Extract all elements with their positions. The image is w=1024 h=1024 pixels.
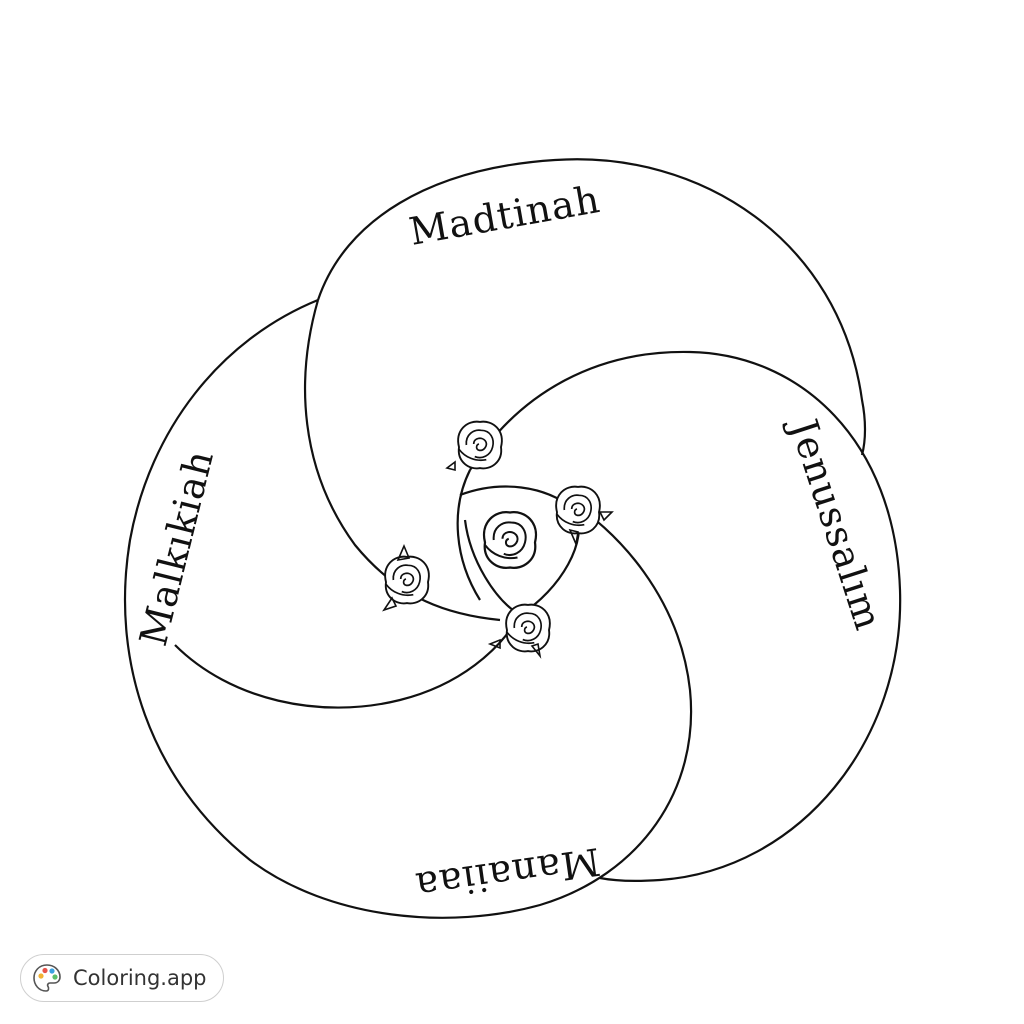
label-top: Madtinah	[406, 177, 604, 254]
rose-icon	[555, 485, 601, 535]
inner-lens	[459, 485, 581, 617]
circle-top	[316, 158, 867, 456]
rose-icon	[482, 511, 538, 570]
circle-right	[469, 350, 902, 882]
rose-icon	[505, 603, 551, 653]
label-right: Jenussalım	[780, 410, 891, 635]
badge-text: Coloring.app	[73, 966, 207, 990]
circle-left-inner	[174, 614, 521, 709]
palette-icon	[33, 964, 61, 992]
circle-left	[123, 298, 693, 919]
label-bottom: Manaiiaa	[412, 839, 603, 909]
rose-icon	[457, 420, 503, 470]
coloring-app-badge[interactable]: Coloring.app	[20, 954, 224, 1002]
label-left: Malkıkiah	[131, 445, 222, 650]
circle-top-inner	[303, 299, 501, 622]
circle-right-inner	[456, 469, 481, 601]
rose-icon	[384, 555, 430, 605]
